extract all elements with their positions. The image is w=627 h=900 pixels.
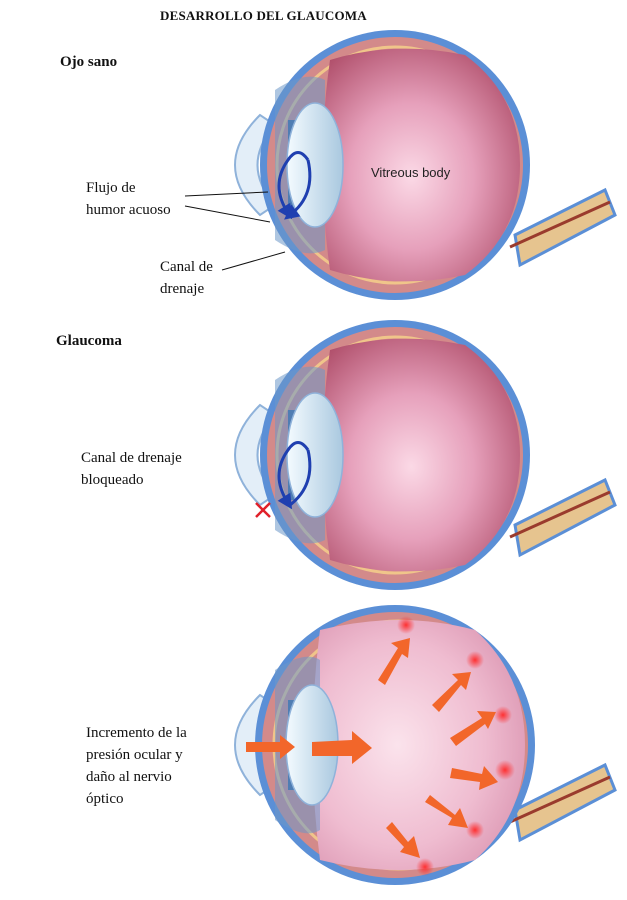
healthy-eye (233, 28, 617, 302)
pressure-arrow-7 (425, 795, 468, 828)
flow-label: Flujo de humor acuoso (86, 180, 171, 218)
pressure-arrow-6 (450, 766, 498, 790)
drain-label: Canal de drenaje (160, 259, 213, 297)
glaucoma-eye (233, 318, 617, 592)
vitreous-label: Vitreous body (371, 165, 451, 180)
diagram-title: DESARROLLO DEL GLAUCOMA (160, 8, 367, 23)
flow-leader-2 (184, 205, 271, 223)
pressure-arrow-2 (312, 731, 372, 764)
damage-label: Incremento de la presión ocular y daño a… (86, 725, 187, 807)
flow-arrow (277, 151, 310, 220)
blocked-label: Canal de drenaje bloqueado (81, 450, 182, 488)
drain-leader (221, 251, 286, 271)
pressure-arrow-3 (378, 638, 410, 685)
block-mark (255, 502, 271, 518)
pressure-arrow-4 (432, 672, 471, 712)
glaucoma-heading: Glaucoma (56, 333, 122, 349)
healthy-heading: Ojo sano (60, 54, 118, 70)
pressure-arrow-1 (246, 735, 295, 759)
flow-leader-1 (184, 191, 269, 197)
pressure-arrows (246, 638, 498, 858)
pressure-arrow-5 (450, 711, 496, 746)
pressure-arrow-8 (386, 822, 420, 858)
